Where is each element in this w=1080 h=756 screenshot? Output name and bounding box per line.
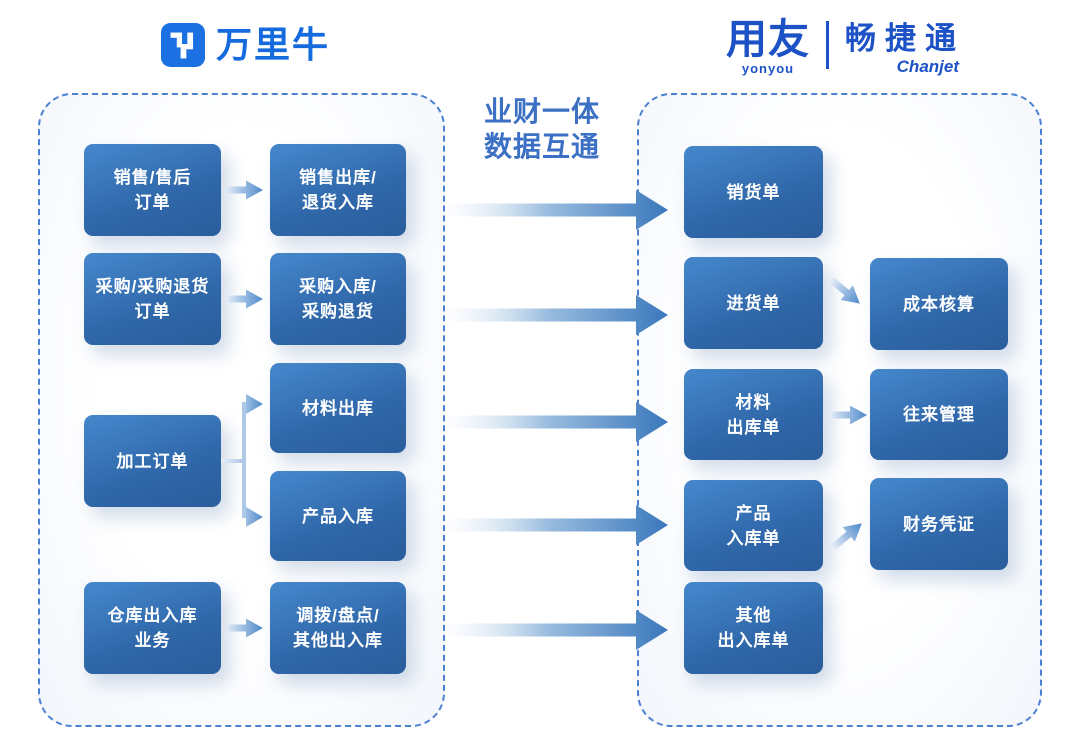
box-financial-voucher: 财务凭证 <box>870 478 1008 570</box>
box-sales-invoice: 销货单 <box>684 146 823 238</box>
arrow-product-to-voucher-icon <box>831 523 862 550</box>
box-warehouse-in-out-business: 仓库出入库 业务 <box>84 582 221 674</box>
branch-vertical-line <box>242 402 246 518</box>
wanliniu-logo: 万里牛 <box>160 22 330 68</box>
center-caption-line1: 业财一体 <box>483 96 600 127</box>
wanliniu-logo-text: 万里牛 <box>216 24 331 65</box>
arrow-purchase-to-inbound-icon <box>226 289 263 309</box>
arrow-sales-to-outbound-icon <box>226 180 263 200</box>
yonyou-chanjet-logo: 用友 yonyou 畅捷通 Chanjet <box>726 18 965 77</box>
flow-arrow-material-icon <box>448 402 668 442</box>
box-material-outbound: 材料出库 <box>270 363 406 453</box>
box-purchase-invoice: 进货单 <box>684 257 823 349</box>
arrow-purchase-to-cost-icon <box>829 277 860 304</box>
arrow-material-to-transaction-icon <box>830 405 867 425</box>
flow-arrow-sales-icon <box>448 190 668 230</box>
branch-stub-line <box>221 459 243 463</box>
logo-divider <box>826 21 829 69</box>
box-purchase-inbound-return: 采购入库/ 采购退货 <box>270 253 406 345</box>
arrow-processing-to-material-icon <box>246 394 263 414</box>
flow-arrow-other-icon <box>448 610 668 650</box>
flow-arrow-purchase-icon <box>448 295 668 335</box>
box-cost-accounting: 成本核算 <box>870 258 1008 350</box>
center-caption-line2: 数据互通 <box>483 131 600 162</box>
box-purchase-orders: 采购/采购退货 订单 <box>84 253 221 345</box>
center-caption: 业财一体 数据互通 <box>467 94 617 164</box>
box-processing-order: 加工订单 <box>84 415 221 507</box>
chanjet-logo-subtext: Chanjet <box>896 57 959 76</box>
box-product-inbound-doc: 产品 入库单 <box>684 480 823 571</box>
chanjet-block: 畅捷通 Chanjet <box>845 18 965 77</box>
flow-arrow-product-icon <box>448 505 668 545</box>
box-product-inbound: 产品入库 <box>270 471 406 561</box>
box-other-in-out-doc: 其他 出入库单 <box>684 582 823 674</box>
yonyou-logo-subtext: yonyou <box>741 61 795 76</box>
box-transaction-management: 往来管理 <box>870 369 1008 460</box>
chanjet-logo-text: 畅捷通 <box>845 21 965 56</box>
box-sales-after-sales-orders: 销售/售后 订单 <box>84 144 221 236</box>
yonyou-logo-text: 用友 <box>726 16 810 62</box>
yonyou-block: 用友 yonyou <box>726 18 810 76</box>
wanliniu-mark-icon <box>160 22 206 68</box>
arrow-processing-to-product-icon <box>246 507 263 527</box>
box-transfer-stocktake-other: 调拨/盘点/ 其他出入库 <box>270 582 406 674</box>
box-sales-outbound-return-inbound: 销售出库/ 退货入库 <box>270 144 406 236</box>
box-material-outbound-doc: 材料 出库单 <box>684 369 823 460</box>
arrow-warehouse-to-transfer-icon <box>226 618 263 638</box>
